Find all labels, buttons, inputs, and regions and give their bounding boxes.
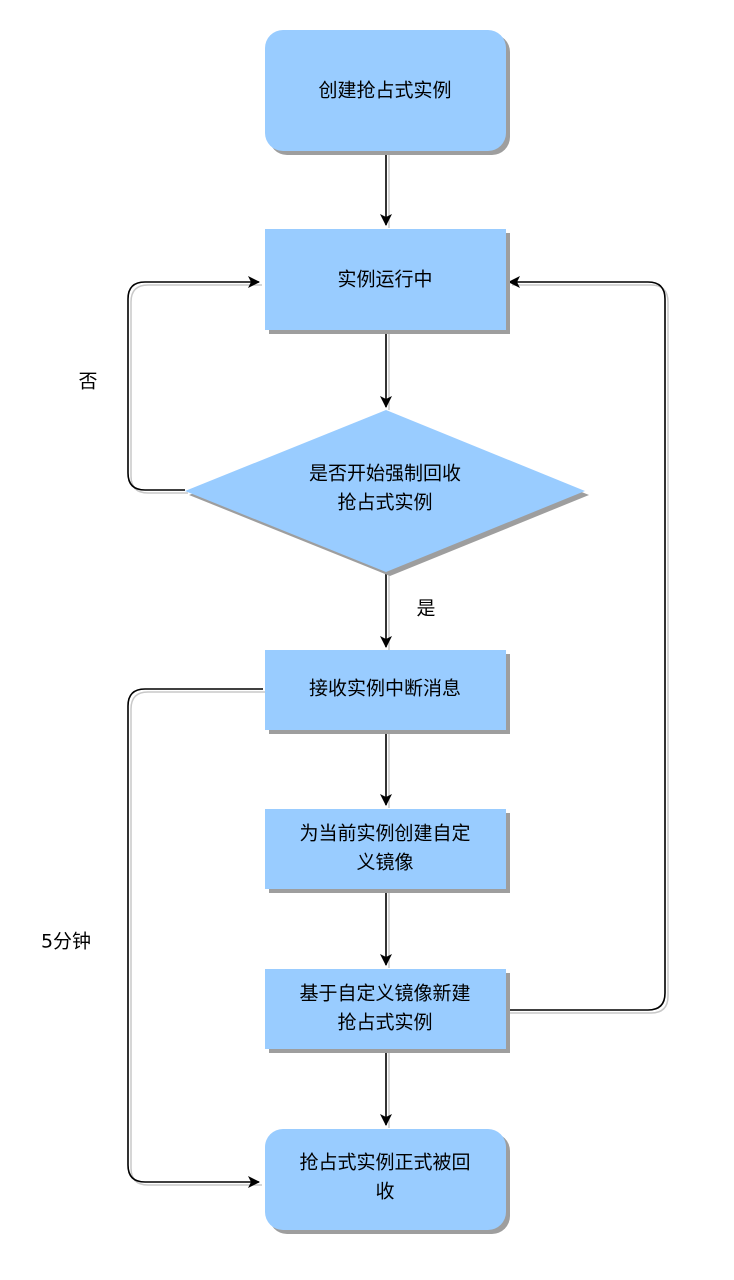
node-newinst: 基于自定义镜像新建 抢占式实例: [265, 969, 510, 1053]
edge-label-no: 否: [78, 371, 97, 393]
node-receive: 接收实例中断消息: [265, 650, 510, 734]
node-running-label: 实例运行中: [337, 269, 432, 291]
node-reclaim-line2: 收: [375, 1181, 394, 1203]
node-decision: 是否开始强制回收 抢占式实例: [185, 410, 589, 576]
node-reclaim-line1: 抢占式实例正式被回: [299, 1152, 470, 1174]
node-newinst-line1: 基于自定义镜像新建: [299, 983, 470, 1005]
node-newinst-line2: 抢占式实例: [337, 1012, 432, 1034]
node-decision-line1: 是否开始强制回收: [309, 463, 461, 485]
node-image: 为当前实例创建自定 义镜像: [265, 809, 510, 893]
node-receive-label: 接收实例中断消息: [309, 678, 461, 700]
edges: [127, 150, 669, 1188]
edge-label-timeout: 5分钟: [41, 931, 91, 953]
node-decision-line2: 抢占式实例: [337, 492, 432, 514]
node-running: 实例运行中: [265, 229, 510, 334]
node-image-line1: 为当前实例创建自定: [299, 823, 470, 845]
edge-newinst-to-running-loop: [507, 276, 666, 1011]
node-create-label: 创建抢占式实例: [318, 80, 451, 102]
node-reclaim: 抢占式实例正式被回 收: [265, 1129, 510, 1234]
edge-label-yes: 是: [416, 598, 435, 620]
node-image-line2: 义镜像: [356, 852, 413, 874]
node-create: 创建抢占式实例: [265, 30, 510, 155]
edge-receive-timeout: [127, 688, 263, 1188]
edge-decision-no-loop: [127, 276, 260, 491]
